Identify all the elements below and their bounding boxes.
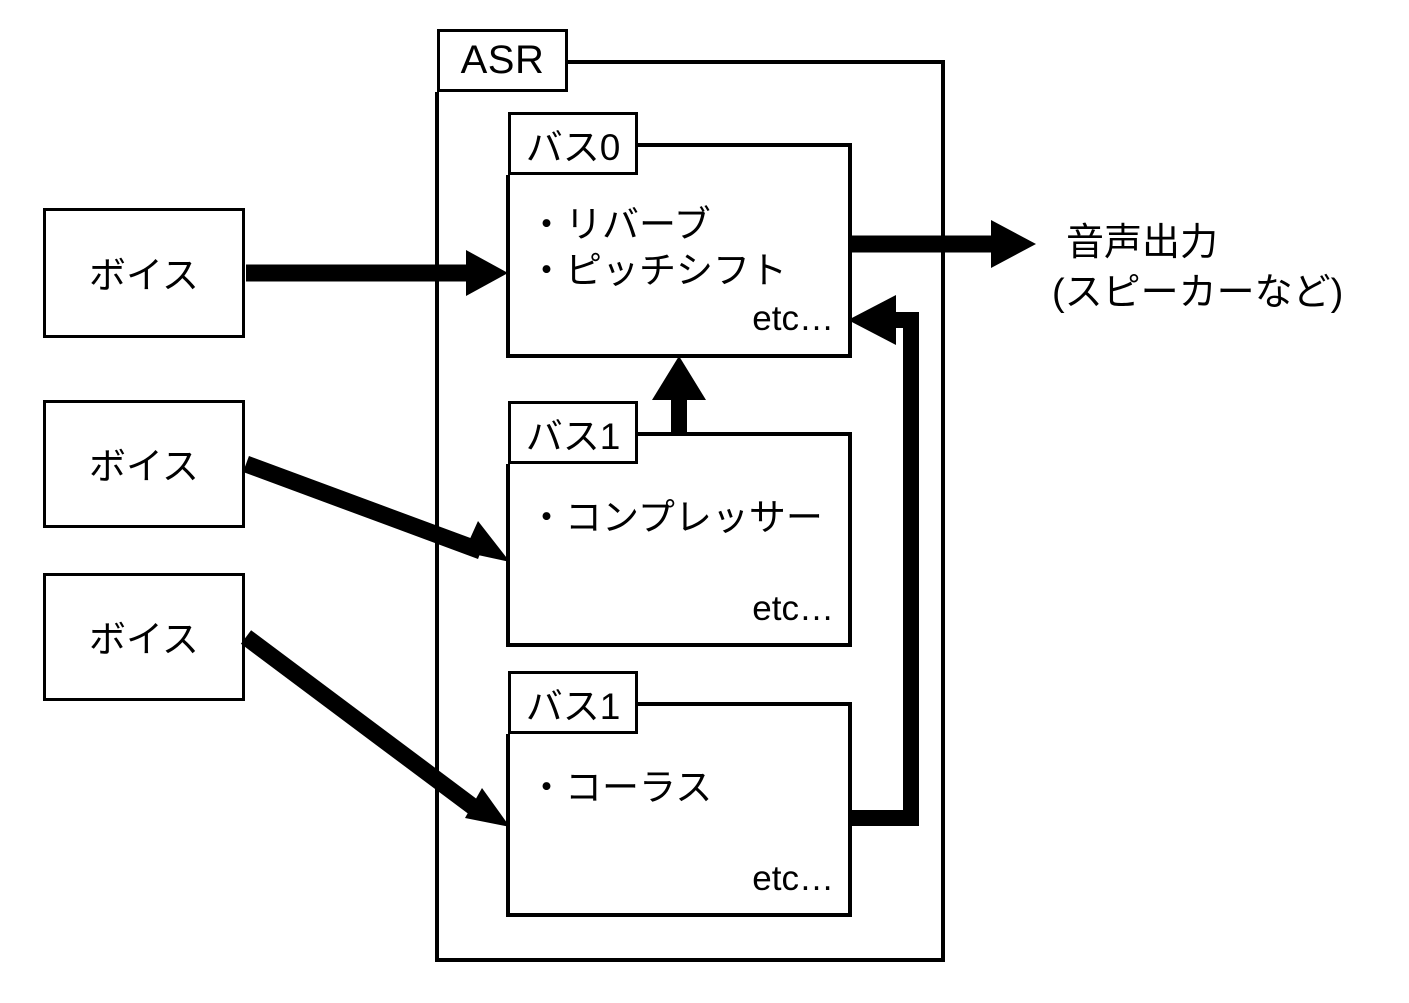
bus2-body-outline — [506, 702, 852, 917]
bus0-item-1: ・ピッチシフト — [528, 250, 787, 291]
voice-box-1[interactable] — [43, 208, 245, 338]
bus2-tab-label: バス1 — [525, 685, 621, 727]
voice-box-3[interactable] — [43, 573, 245, 701]
audio-output-label-line1: 音声出力 — [1066, 222, 1219, 264]
voice-label-3: ボイス — [89, 619, 199, 660]
bus0-tab-label: バス0 — [525, 126, 621, 168]
bus0-item-0: ・リバーブ — [528, 204, 711, 245]
arrow-voice1-to-bus0 — [246, 250, 508, 296]
bus0-body-outline — [506, 143, 852, 358]
asr-container-label: ASR — [460, 38, 545, 82]
bus1-tab[interactable]: バス1 — [508, 401, 638, 464]
voice-label-2: ボイス — [89, 446, 199, 487]
arrow-voice3-to-bus2 — [240, 630, 510, 827]
bus0-etc-label: etc… — [752, 299, 834, 338]
bus0-tab[interactable]: バス0 — [508, 112, 638, 175]
voice-box-2[interactable] — [43, 400, 245, 528]
bus1-body-outline — [506, 432, 852, 647]
arrow-bus0-to-output — [850, 220, 1036, 268]
arrow-bus1-to-bus0 — [652, 356, 706, 434]
bus2-tab[interactable]: バス1 — [508, 671, 638, 734]
audio-output-label-line2: (スピーカーなど) — [1052, 272, 1344, 314]
bus2-etc-label: etc… — [752, 859, 834, 898]
asr-container-tab[interactable]: ASR — [437, 29, 568, 92]
bus1-etc-label: etc… — [752, 589, 834, 628]
bus1-item-0: ・コンプレッサー — [528, 497, 823, 538]
arrow-voice2-to-bus1 — [243, 456, 510, 562]
voice-label-1: ボイス — [89, 255, 199, 296]
bus1-tab-label: バス1 — [525, 415, 621, 457]
bus2-item-0: ・コーラス — [528, 767, 713, 808]
arrow-bus2-to-bus0-feedback — [848, 295, 919, 826]
asr-container-outline — [435, 60, 945, 962]
